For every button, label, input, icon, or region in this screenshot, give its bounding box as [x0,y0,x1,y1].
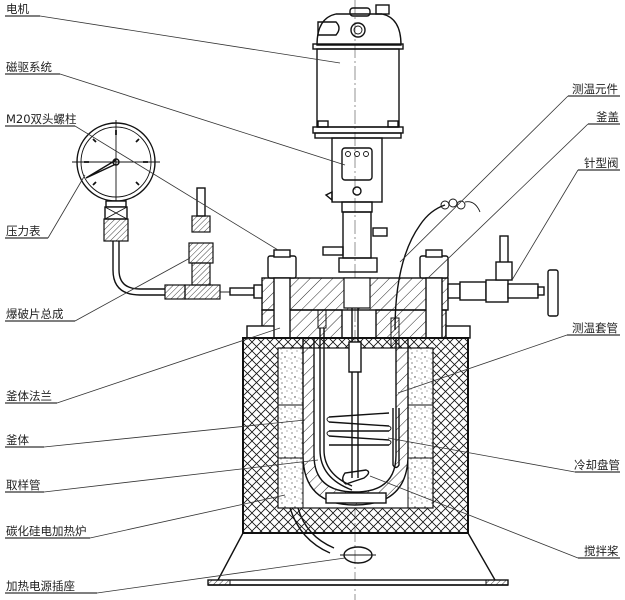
label-thermowell: 测温套管 [572,321,618,335]
label-vessel-lid: 釜盖 [596,110,619,124]
motor [312,4,404,139]
label-temp-element: 测温元件 [572,82,618,96]
label-vessel-flange: 釜体法兰 [6,389,52,403]
vessel-lid [246,277,471,339]
power-socket [289,507,376,564]
label-pressure-gauge: 压力表 [6,224,41,238]
pressure-gauge [72,120,186,300]
label-needle-valve: 针型阀 [584,156,619,170]
label-vessel-body: 釜体 [6,433,29,447]
vessel-body [302,337,409,506]
label-motor: 电机 [6,2,29,16]
thermowell [392,408,400,469]
label-cooling-coil: 冷却盘管 [574,458,620,472]
leader-lines-right [369,95,620,559]
label-sampling-tube: 取样管 [6,478,41,492]
label-power-socket: 加热电源插座 [6,579,75,593]
stud-bolt-left [267,249,297,339]
leader-lines [5,15,346,594]
hose-barb [229,284,263,299]
rupture-disc [184,187,230,300]
stirrer [342,308,370,485]
label-rupture-disc: 爆破片总成 [6,307,64,321]
label-magnetic-drive: 磁驱系统 [6,60,52,74]
label-sic-furnace: 碳化硅电加热炉 [6,524,87,538]
base-stand [207,532,509,586]
label-stirrer: 搅拌桨 [584,544,619,558]
needle-valve [447,235,559,317]
sampling-tube [317,309,353,491]
label-stud-bolt: M20双头螺柱 [6,112,77,126]
cooling-coil [326,412,392,446]
magnetic-drive [322,137,388,273]
